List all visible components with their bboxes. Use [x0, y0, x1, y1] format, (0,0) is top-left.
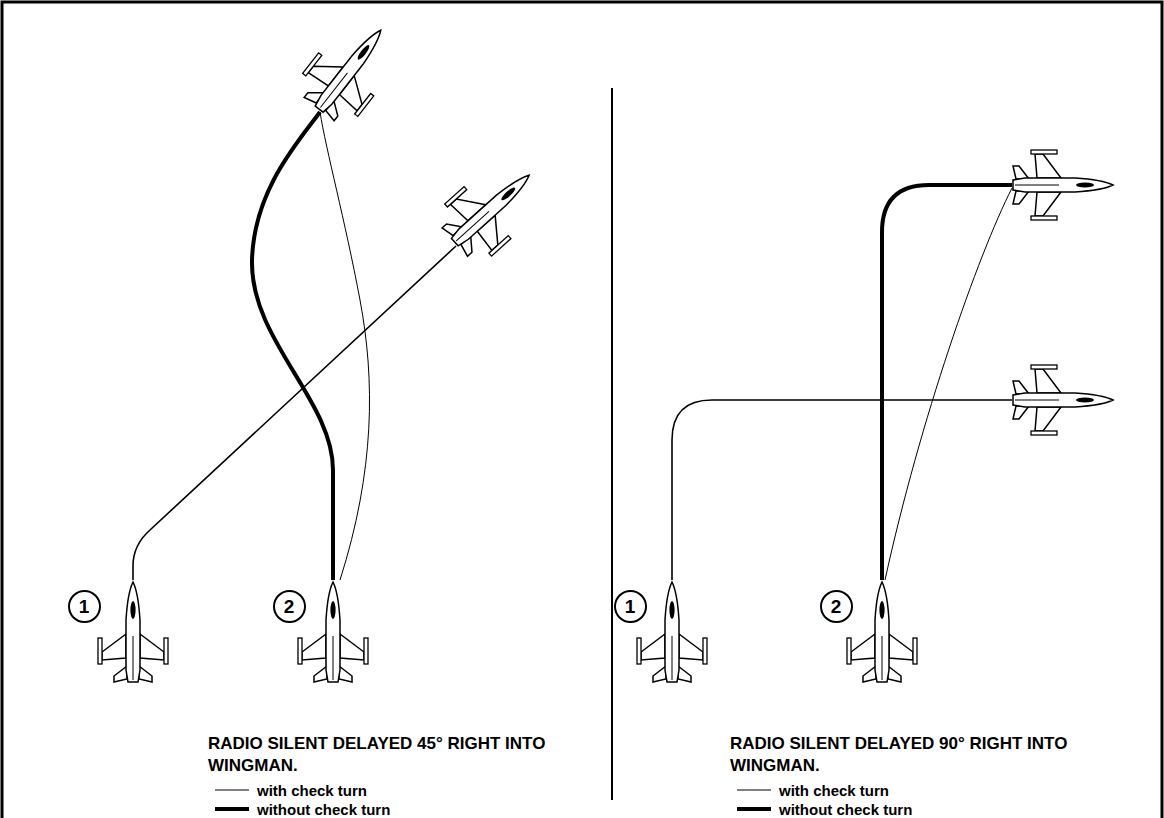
flight-path-thick: [252, 112, 333, 580]
legend-line: [215, 807, 249, 811]
legend-line: [215, 789, 249, 790]
aircraft: [431, 149, 552, 268]
callout-circle: 1: [614, 590, 647, 623]
callout-circle: 1: [68, 590, 101, 623]
legend-line-sample: [737, 800, 771, 818]
legend-entry: without check turn: [215, 800, 390, 818]
legend-text: without check turn: [257, 801, 390, 818]
aircraft: [298, 582, 368, 682]
callout-circle: 2: [820, 590, 853, 623]
legend-entry: with check turn: [737, 781, 889, 799]
callout-number: 1: [79, 597, 90, 616]
aircraft: [98, 582, 168, 682]
flight-path-thin: [320, 112, 370, 580]
legend-text: with check turn: [779, 782, 889, 799]
aircraft: [847, 582, 917, 682]
flight-path: [133, 246, 456, 580]
legend-line-sample: [737, 781, 771, 799]
legend-text: without check turn: [779, 801, 912, 818]
aircraft: [1013, 365, 1113, 435]
flight-path-thick: [882, 185, 1012, 580]
legend-text: with check turn: [257, 782, 367, 799]
callout-circle: 2: [273, 590, 306, 623]
flight-path-thin: [885, 188, 1012, 580]
panel-caption: RADIO SILENT DELAYED 90° RIGHT INTO WING…: [730, 733, 1082, 777]
legend-line: [737, 789, 771, 790]
panel-caption: RADIO SILENT DELAYED 45° RIGHT INTO WING…: [208, 733, 560, 777]
legend-entry: without check turn: [737, 800, 912, 818]
legend-entry: with check turn: [215, 781, 367, 799]
flight-path: [672, 400, 1012, 580]
panel-divider: [611, 88, 613, 800]
callout-number: 1: [625, 597, 636, 616]
aircraft: [292, 9, 409, 131]
aircraft: [1013, 150, 1113, 220]
legend-line-sample: [215, 781, 249, 799]
legend-line-sample: [215, 800, 249, 818]
callout-number: 2: [831, 597, 842, 616]
callout-number: 2: [284, 597, 295, 616]
aircraft: [637, 582, 707, 682]
legend-line: [737, 807, 771, 811]
